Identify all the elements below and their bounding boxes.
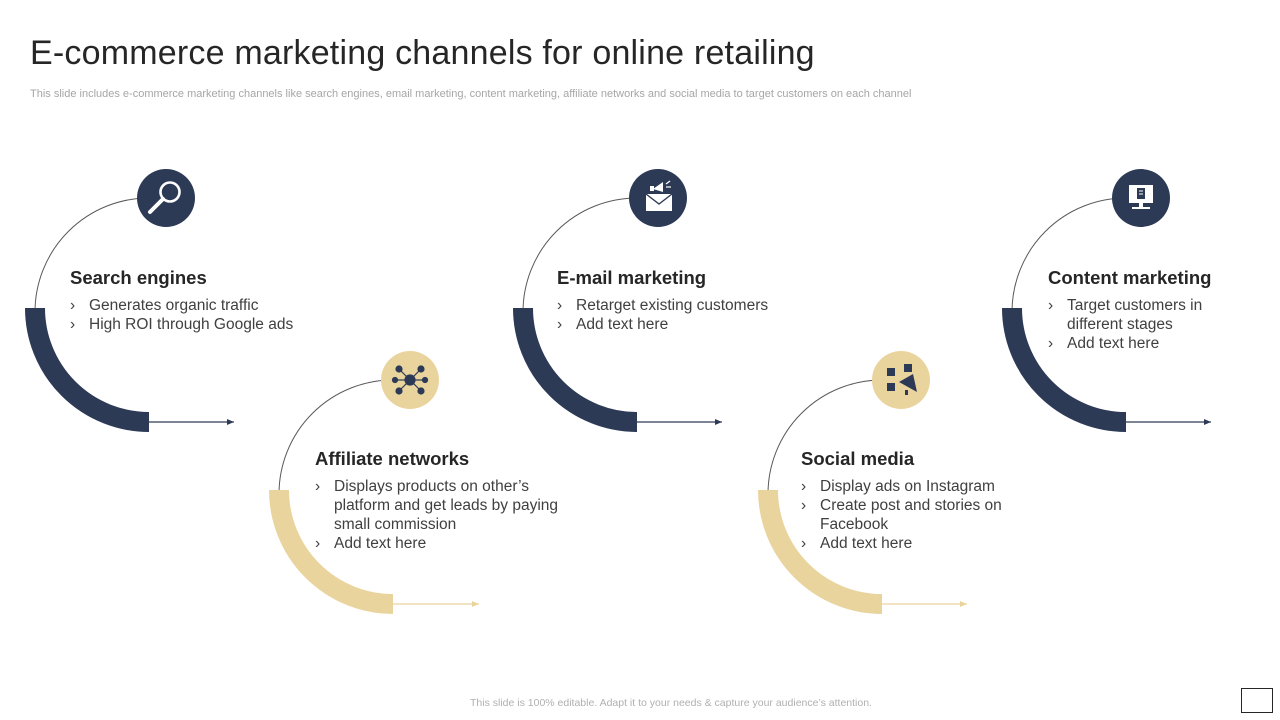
- corner-box: [1241, 688, 1273, 713]
- thick-arc: [269, 489, 394, 614]
- social-media-graphic: [758, 351, 967, 614]
- search-engines-graphic: [25, 169, 234, 432]
- bullet-item: Display ads on Instagram: [801, 477, 1026, 496]
- channel-affiliate-networks: Affiliate networks Displays products on …: [315, 448, 580, 553]
- bullet-list: Displays products on other’s platform an…: [315, 477, 580, 553]
- bullet-item: Add text here: [315, 534, 580, 553]
- channel-social-media: Social media Display ads on Instagram Cr…: [801, 448, 1026, 553]
- bullet-item: Target customers in different stages: [1048, 296, 1238, 334]
- bullet-list: Display ads on Instagram Create post and…: [801, 477, 1026, 553]
- bullet-item: Add text here: [557, 315, 807, 334]
- email-marketing-graphic: [513, 169, 722, 432]
- thin-arc: [1011, 197, 1127, 313]
- thick-arc: [758, 489, 883, 614]
- bullet-item: Add text here: [801, 534, 1026, 553]
- channel-heading: Content marketing: [1048, 267, 1212, 288]
- bullet-item: Add text here: [1048, 334, 1238, 353]
- bullet-item: Displays products on other’s platform an…: [315, 477, 580, 534]
- channel-search-engines: Search engines Generates organic traffic…: [70, 267, 320, 334]
- bullet-item: Retarget existing customers: [557, 296, 807, 315]
- thick-arc: [1002, 307, 1127, 432]
- content-marketing-graphic: [1002, 169, 1211, 432]
- thin-arc: [278, 379, 394, 495]
- channel-email-marketing: E-mail marketing Retarget existing custo…: [557, 267, 807, 334]
- network-icon: [391, 365, 429, 395]
- bullet-item: Create post and stories on Facebook: [801, 496, 1026, 534]
- bullet-list: Generates organic traffic High ROI throu…: [70, 296, 320, 334]
- channel-heading: Search engines: [70, 267, 207, 288]
- affiliate-networks-graphic: [269, 351, 479, 614]
- thin-arc: [522, 197, 638, 313]
- magnifier-icon: [148, 181, 181, 214]
- channel-heading: E-mail marketing: [557, 267, 707, 288]
- slide-title: E-commerce marketing channels for online…: [30, 34, 815, 72]
- bullet-list: Target customers in different stages Add…: [1048, 296, 1238, 353]
- bullet-item: Generates organic traffic: [70, 296, 320, 315]
- icon-badge: [872, 351, 930, 409]
- icon-badge: [137, 169, 195, 227]
- thin-arc: [767, 379, 883, 495]
- thick-arc: [513, 307, 638, 432]
- thick-arc: [25, 307, 150, 432]
- channel-content-marketing: Content marketing Target customers in di…: [1048, 267, 1238, 353]
- channel-heading: Social media: [801, 448, 915, 469]
- bullet-item: High ROI through Google ads: [70, 315, 320, 334]
- slide-subtitle: This slide includes e-commerce marketing…: [30, 88, 912, 100]
- email-megaphone-icon: [645, 180, 673, 211]
- bullet-list: Retarget existing customers Add text her…: [557, 296, 807, 334]
- social-megaphone-icon: [887, 364, 917, 395]
- channel-heading: Affiliate networks: [315, 448, 470, 469]
- monitor-document-icon: [1129, 185, 1153, 209]
- thin-arc: [34, 197, 150, 313]
- slide-footer: This slide is 100% editable. Adapt it to…: [470, 697, 872, 709]
